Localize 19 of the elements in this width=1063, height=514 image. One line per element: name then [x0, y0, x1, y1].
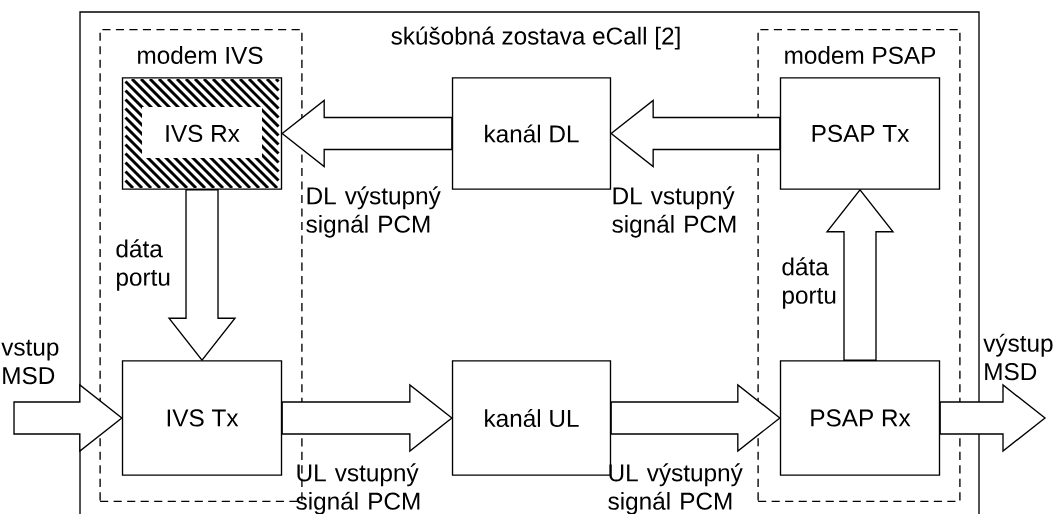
block-arrow: [825, 188, 895, 361]
block-arrow: [167, 189, 237, 362]
edge-label: výstup MSD: [983, 333, 1053, 381]
process-box: kanál DL: [451, 77, 612, 190]
block-arrow: [281, 383, 453, 453]
edge-label: DL vstupný signál PCM: [612, 186, 736, 238]
process-box: PSAP Rx: [779, 360, 941, 476]
process-box: PSAP Tx: [779, 77, 941, 190]
block-arrow: [13, 383, 123, 453]
process-box: IVS Tx: [121, 360, 283, 476]
hatched-box: IVS Rx: [121, 77, 283, 190]
block-arrow: [610, 383, 781, 453]
block-arrow: [939, 383, 1047, 453]
edge-label: vstup MSD: [1, 339, 59, 385]
edge-label: dáta portu: [116, 239, 170, 291]
block-arrow: [610, 99, 781, 168]
block-arrow: [281, 99, 453, 168]
edge-label: DL výstupný signál PCM: [306, 186, 441, 238]
edge-label: dáta portu: [782, 257, 836, 309]
